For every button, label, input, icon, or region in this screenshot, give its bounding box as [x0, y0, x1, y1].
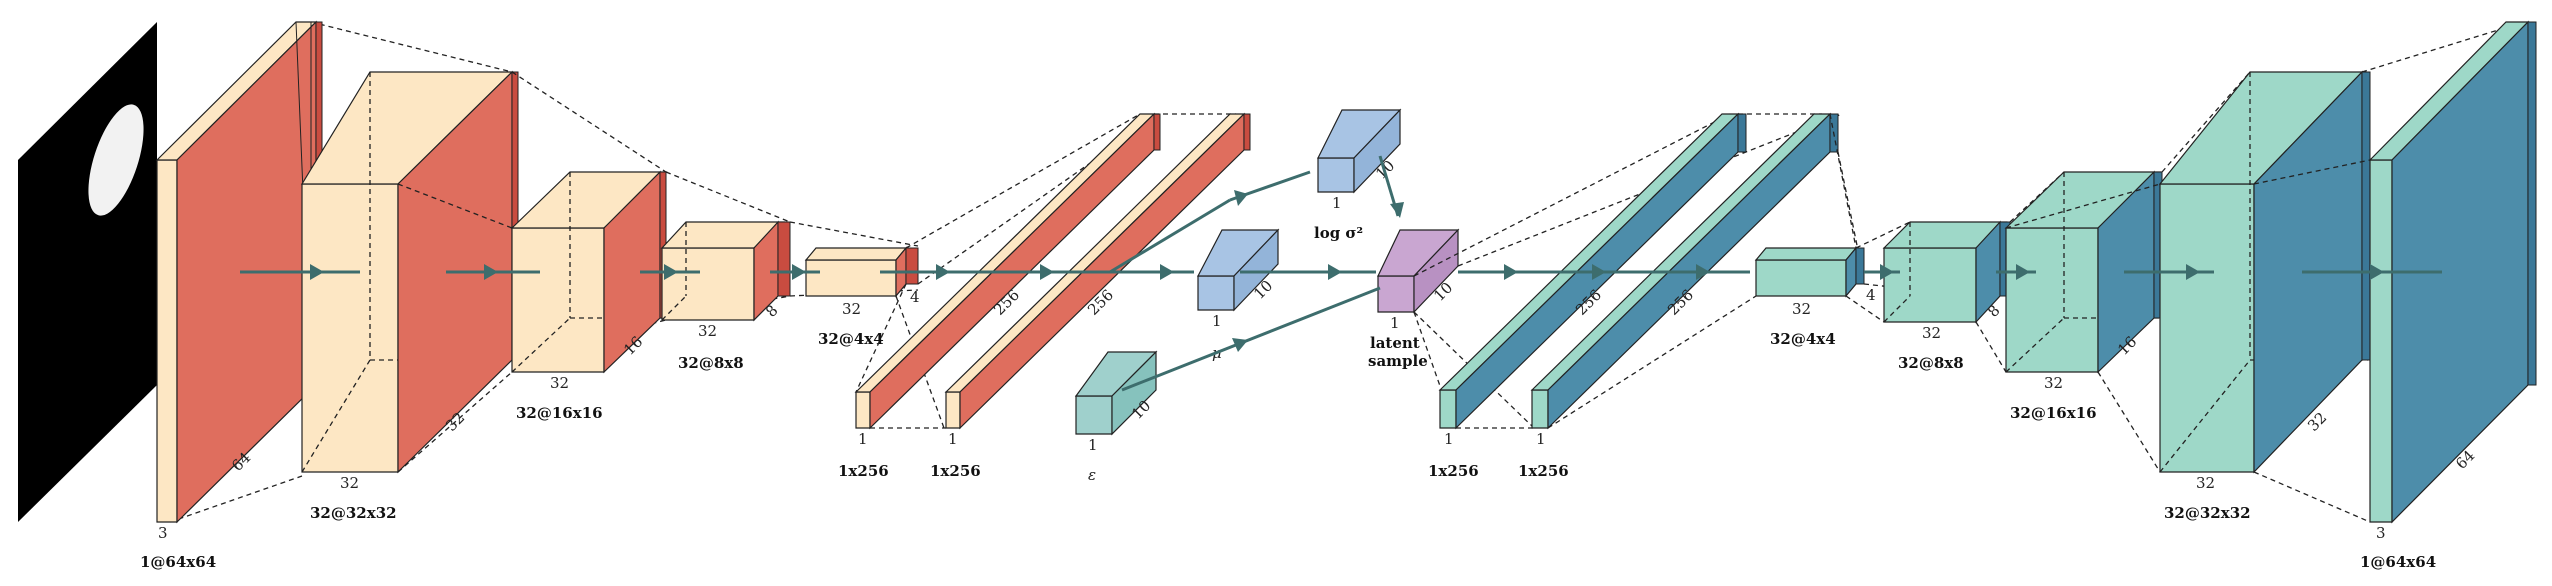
conv2-dim-a: 32 — [340, 474, 359, 492]
deconv2-caption: 32@8x8 — [1898, 354, 1964, 372]
deconv3-caption: 32@16x16 — [2010, 404, 2097, 422]
arrow-head-2 — [484, 264, 498, 280]
arrow-head-3 — [664, 264, 678, 280]
arrow-head-14 — [2370, 264, 2384, 280]
main-flow-arrows — [240, 155, 2442, 392]
input-caption: 1@64x64 — [140, 553, 216, 571]
conv4-dim-a: 32 — [698, 322, 717, 340]
conv3-caption: 32@16x16 — [516, 404, 603, 422]
conv4-dim-b: 8 — [762, 301, 781, 320]
logvar-caption: log σ² — [1314, 224, 1363, 242]
arrow-head-6 — [1040, 264, 1054, 280]
arrow-head-9 — [1592, 264, 1606, 280]
eps-block: 1 10 ε — [1074, 350, 1158, 484]
arrow-head-12 — [2016, 264, 2030, 280]
decoder-deconv3-block: 32 16 32@16x16 — [2004, 71, 2381, 473]
arrow-head-5 — [936, 264, 950, 280]
latent-caption-line1: latent — [1370, 334, 1420, 352]
dec-fc2-caption: 1x256 — [1518, 462, 1569, 480]
latent-dim-a: 1 — [1390, 314, 1400, 332]
arrow-head-13 — [2186, 264, 2200, 280]
deconv1-dim-a: 32 — [1792, 300, 1811, 318]
arrow-head-1 — [310, 264, 324, 280]
logvar-dim-a: 1 — [1332, 194, 1342, 212]
mu-dim-a: 1 — [1212, 312, 1222, 330]
arrow-head-8 — [1504, 264, 1518, 280]
deconv5-dim-a: 3 — [2376, 524, 2386, 542]
dec-fc1-caption: 1x256 — [1428, 462, 1479, 480]
deconv1-caption: 32@4x4 — [1770, 330, 1836, 348]
dec-fc2-dim-a: 1 — [1536, 430, 1546, 448]
deconv4-dim-a: 32 — [2196, 474, 2215, 492]
eps-caption: ε — [1088, 466, 1096, 484]
arrow-head-eps — [1232, 338, 1248, 352]
fc2-caption: 1x256 — [930, 462, 981, 480]
decoder-deconv5-block: 3 64 1@64x64 — [2360, 20, 2537, 571]
decoder-deconv1-block: 32 4 32@4x4 — [1754, 221, 1977, 348]
conv3-dim-a: 32 — [550, 374, 569, 392]
arrow-head-7 — [1160, 264, 1174, 280]
eps-dim-a: 1 — [1088, 436, 1098, 454]
deconv1-dim-b: 4 — [1866, 286, 1876, 304]
output-caption: 1@64x64 — [2360, 553, 2436, 571]
conv1-dim-a: 3 — [158, 524, 168, 542]
arrow-head-11 — [1880, 264, 1894, 280]
conv2-caption: 32@32x32 — [310, 504, 397, 522]
arrow-head-10 — [1696, 264, 1710, 280]
arrow-head-mu — [1328, 264, 1342, 280]
fc2-dim-a: 1 — [948, 430, 958, 448]
encoder-conv4-block: 32 8 32@8x8 — [660, 220, 919, 372]
conv5-dim-a: 32 — [842, 300, 861, 318]
deconv4-caption: 32@32x32 — [2164, 504, 2251, 522]
deconv2-dim-a: 32 — [1922, 324, 1941, 342]
latent-sample-block: 1 10 latent sample — [1368, 113, 1843, 429]
fc1-caption: 1x256 — [838, 462, 889, 480]
conv5-dim-b: 4 — [910, 288, 920, 306]
arrow-head-4 — [792, 264, 806, 280]
decoder-deconv2-block: 32 8 32@8x8 — [1882, 171, 2161, 373]
latent-caption-line2: sample — [1368, 352, 1428, 370]
input-image — [18, 22, 157, 522]
conv4-caption: 32@8x8 — [678, 354, 744, 372]
encoder-conv3-block: 32 16 32@16x16 — [510, 170, 791, 422]
arrow-head-logvar — [1234, 190, 1248, 206]
arrow-head-logvar-down — [1390, 202, 1404, 218]
fc1-dim-a: 1 — [858, 430, 868, 448]
deconv2-dim-b: 8 — [1984, 301, 2003, 320]
input-ellipse — [88, 104, 144, 216]
deconv3-dim-a: 32 — [2044, 374, 2063, 392]
conv5-caption: 32@4x4 — [818, 330, 884, 348]
dec-fc1-dim-a: 1 — [1444, 430, 1454, 448]
